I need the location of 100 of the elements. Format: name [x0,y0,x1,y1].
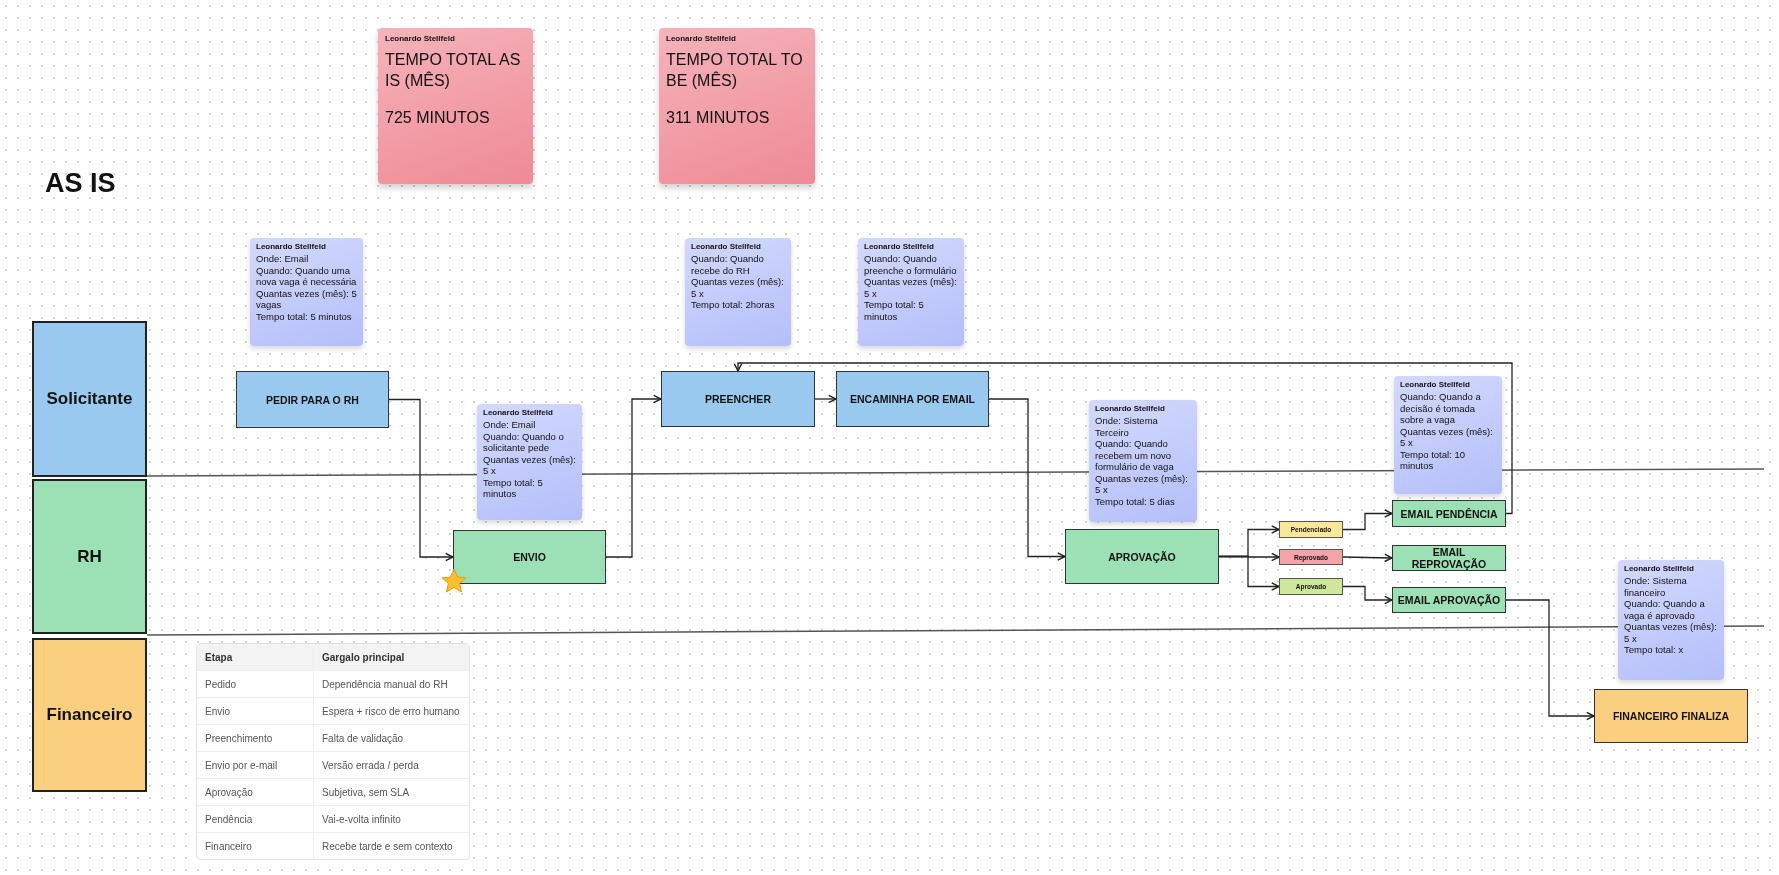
arrow [814,394,837,404]
note-text: Onde: Email [483,419,537,431]
note-text: Quantas vezes (mês): 5 x [691,276,785,299]
process-box [1065,529,1219,584]
sticky-note [250,238,363,346]
sticky-note [858,238,964,346]
process-label: FINANCEIRO FINALIZA [1612,710,1730,722]
note-text: Onde: Email [256,253,310,265]
note-author: Leonardo Stellfeld [691,242,762,251]
process-label: EMAIL APROVAÇÃO [1397,594,1501,606]
diagram-title: AS IS [45,168,116,199]
bottleneck-text: Falta de validação [314,725,469,752]
note-text: Quando: Quando recebe do RH [691,253,765,276]
status-tag [1279,578,1343,595]
bottleneck-text: Espera + risco de erro humano [314,698,469,725]
note-author: Leonardo Stellfeld [385,34,456,43]
note-text: Tempo total: 5 minutos [256,310,353,322]
note-text: Quantas vezes (mês): 5 x [1624,621,1718,644]
note-text: Quando: Quando preenche o formulário [864,253,958,276]
note-text: Tempo total: 2horas [691,299,776,311]
lane-title: Solicitante [46,389,133,409]
note-author: Leonardo Stellfeld [483,408,554,417]
arrow [1505,599,1595,721]
note-text: Tempo total: x [1624,644,1685,656]
arrow [605,394,662,558]
note-text: 725 MINUTOS [385,108,491,128]
step-name: Preenchimento [197,725,314,752]
note-text: Quando: Quando recebem um novo formulário de vaga [1095,438,1175,473]
step-name: Pedido [197,671,314,698]
note-text: TEMPO TOTAL TO BE (MÊS) [666,50,804,91]
note-text: 311 MINUTOS [666,108,771,128]
note-text: Tempo total: 5 minutos [864,299,925,322]
step-name: Envio por e-mail [197,752,314,779]
note-author: Leonardo Stellfeld [864,242,935,251]
note-text: Quando: Quando uma nova vaga é necessária [256,264,357,288]
arrow [1342,553,1393,563]
process-box [236,371,389,428]
bottleneck-text: Vai-e-volta infinito [314,806,469,833]
process-box [1392,587,1506,613]
note-text: Quando: Quando a vaga é aprovado [1624,598,1706,621]
table-header: Gargalo principal [314,644,469,671]
table-header: Etapa [197,644,314,671]
sticky-note [1618,560,1724,680]
bottleneck-text: Versão errada / perda [314,752,469,779]
process-box [1392,500,1506,527]
process-box [1392,545,1506,571]
process-label: PREENCHER [705,393,771,405]
arrow [1342,585,1393,605]
arrow [1218,555,1280,591]
step-name: Envio [197,698,314,725]
bottleneck-text: Recebe tarde e sem contexto [321,839,454,854]
note-author: Leonardo Stellfeld [1624,564,1695,573]
note-text: TEMPO TOTAL AS IS (MÊS) [385,50,522,91]
arrow [1342,509,1393,531]
lane-header [32,321,147,477]
note-text: Onde: Sistema Terceiro [1095,415,1159,438]
status-tag [1279,521,1343,538]
bottleneck-text: Dependência manual do RH [314,671,469,698]
process-label: EMAIL REPROVAÇÃO [1410,546,1488,570]
note-text: Onde: Sistema financeiro [1624,575,1688,598]
note-text: Quantas vezes (mês): 5 x [483,453,576,477]
lane-header [32,479,147,634]
note-text: Tempo total: 5 dias [1095,495,1176,507]
note-author: Leonardo Stellfeld [1400,380,1471,389]
note-text: Quantas vezes (mês): 5 vagas [256,287,357,311]
note-author: Leonardo Stellfeld [1095,404,1166,413]
note-text: Quando: Quando a decisão é tomada sobre a vaga [1400,391,1482,426]
step-name: Aprovação [197,779,314,806]
sticky-note [1089,400,1197,522]
sticky-note [685,238,791,346]
note-text: Tempo total: 5 minutos [483,476,544,500]
process-box [661,371,815,427]
step-name: Financeiro [197,833,314,859]
process-box [1594,689,1748,743]
arrow [733,362,1513,515]
sticky-note [659,28,815,184]
lane-title: Financeiro [46,705,133,725]
lane-title: RH [77,546,102,567]
process-box [453,530,606,584]
sticky-note [378,28,533,184]
bottleneck-text: Subjetiva, sem SLA [314,779,469,806]
process-label: EMAIL PENDÊNCIA [1400,507,1498,520]
note-text: Tempo total: 10 minutos [1400,448,1466,472]
arrow [988,398,1066,561]
note-author: Leonardo Stellfeld [666,34,737,43]
lane-header [32,638,147,792]
process-box [836,371,989,427]
arrow [388,398,454,562]
note-author: Leonardo Stellfeld [256,242,327,251]
sticky-note [477,404,582,520]
note-text: Quando: Quando o solicitante pede [483,430,565,454]
process-label: PEDIR PARA O RH [266,393,359,406]
status-tag [1279,549,1343,565]
sticky-note [1394,376,1502,494]
step-name: Pendência [197,806,314,833]
process-label: APROVAÇÃO [1108,550,1176,563]
note-text: Quantas vezes (mês): 5 x [1400,425,1494,449]
note-text: Quantas vezes (mês): 5 x [864,276,958,299]
process-label: ENVIO [513,551,546,563]
process-label: ENCAMINHA POR EMAIL [850,393,975,405]
